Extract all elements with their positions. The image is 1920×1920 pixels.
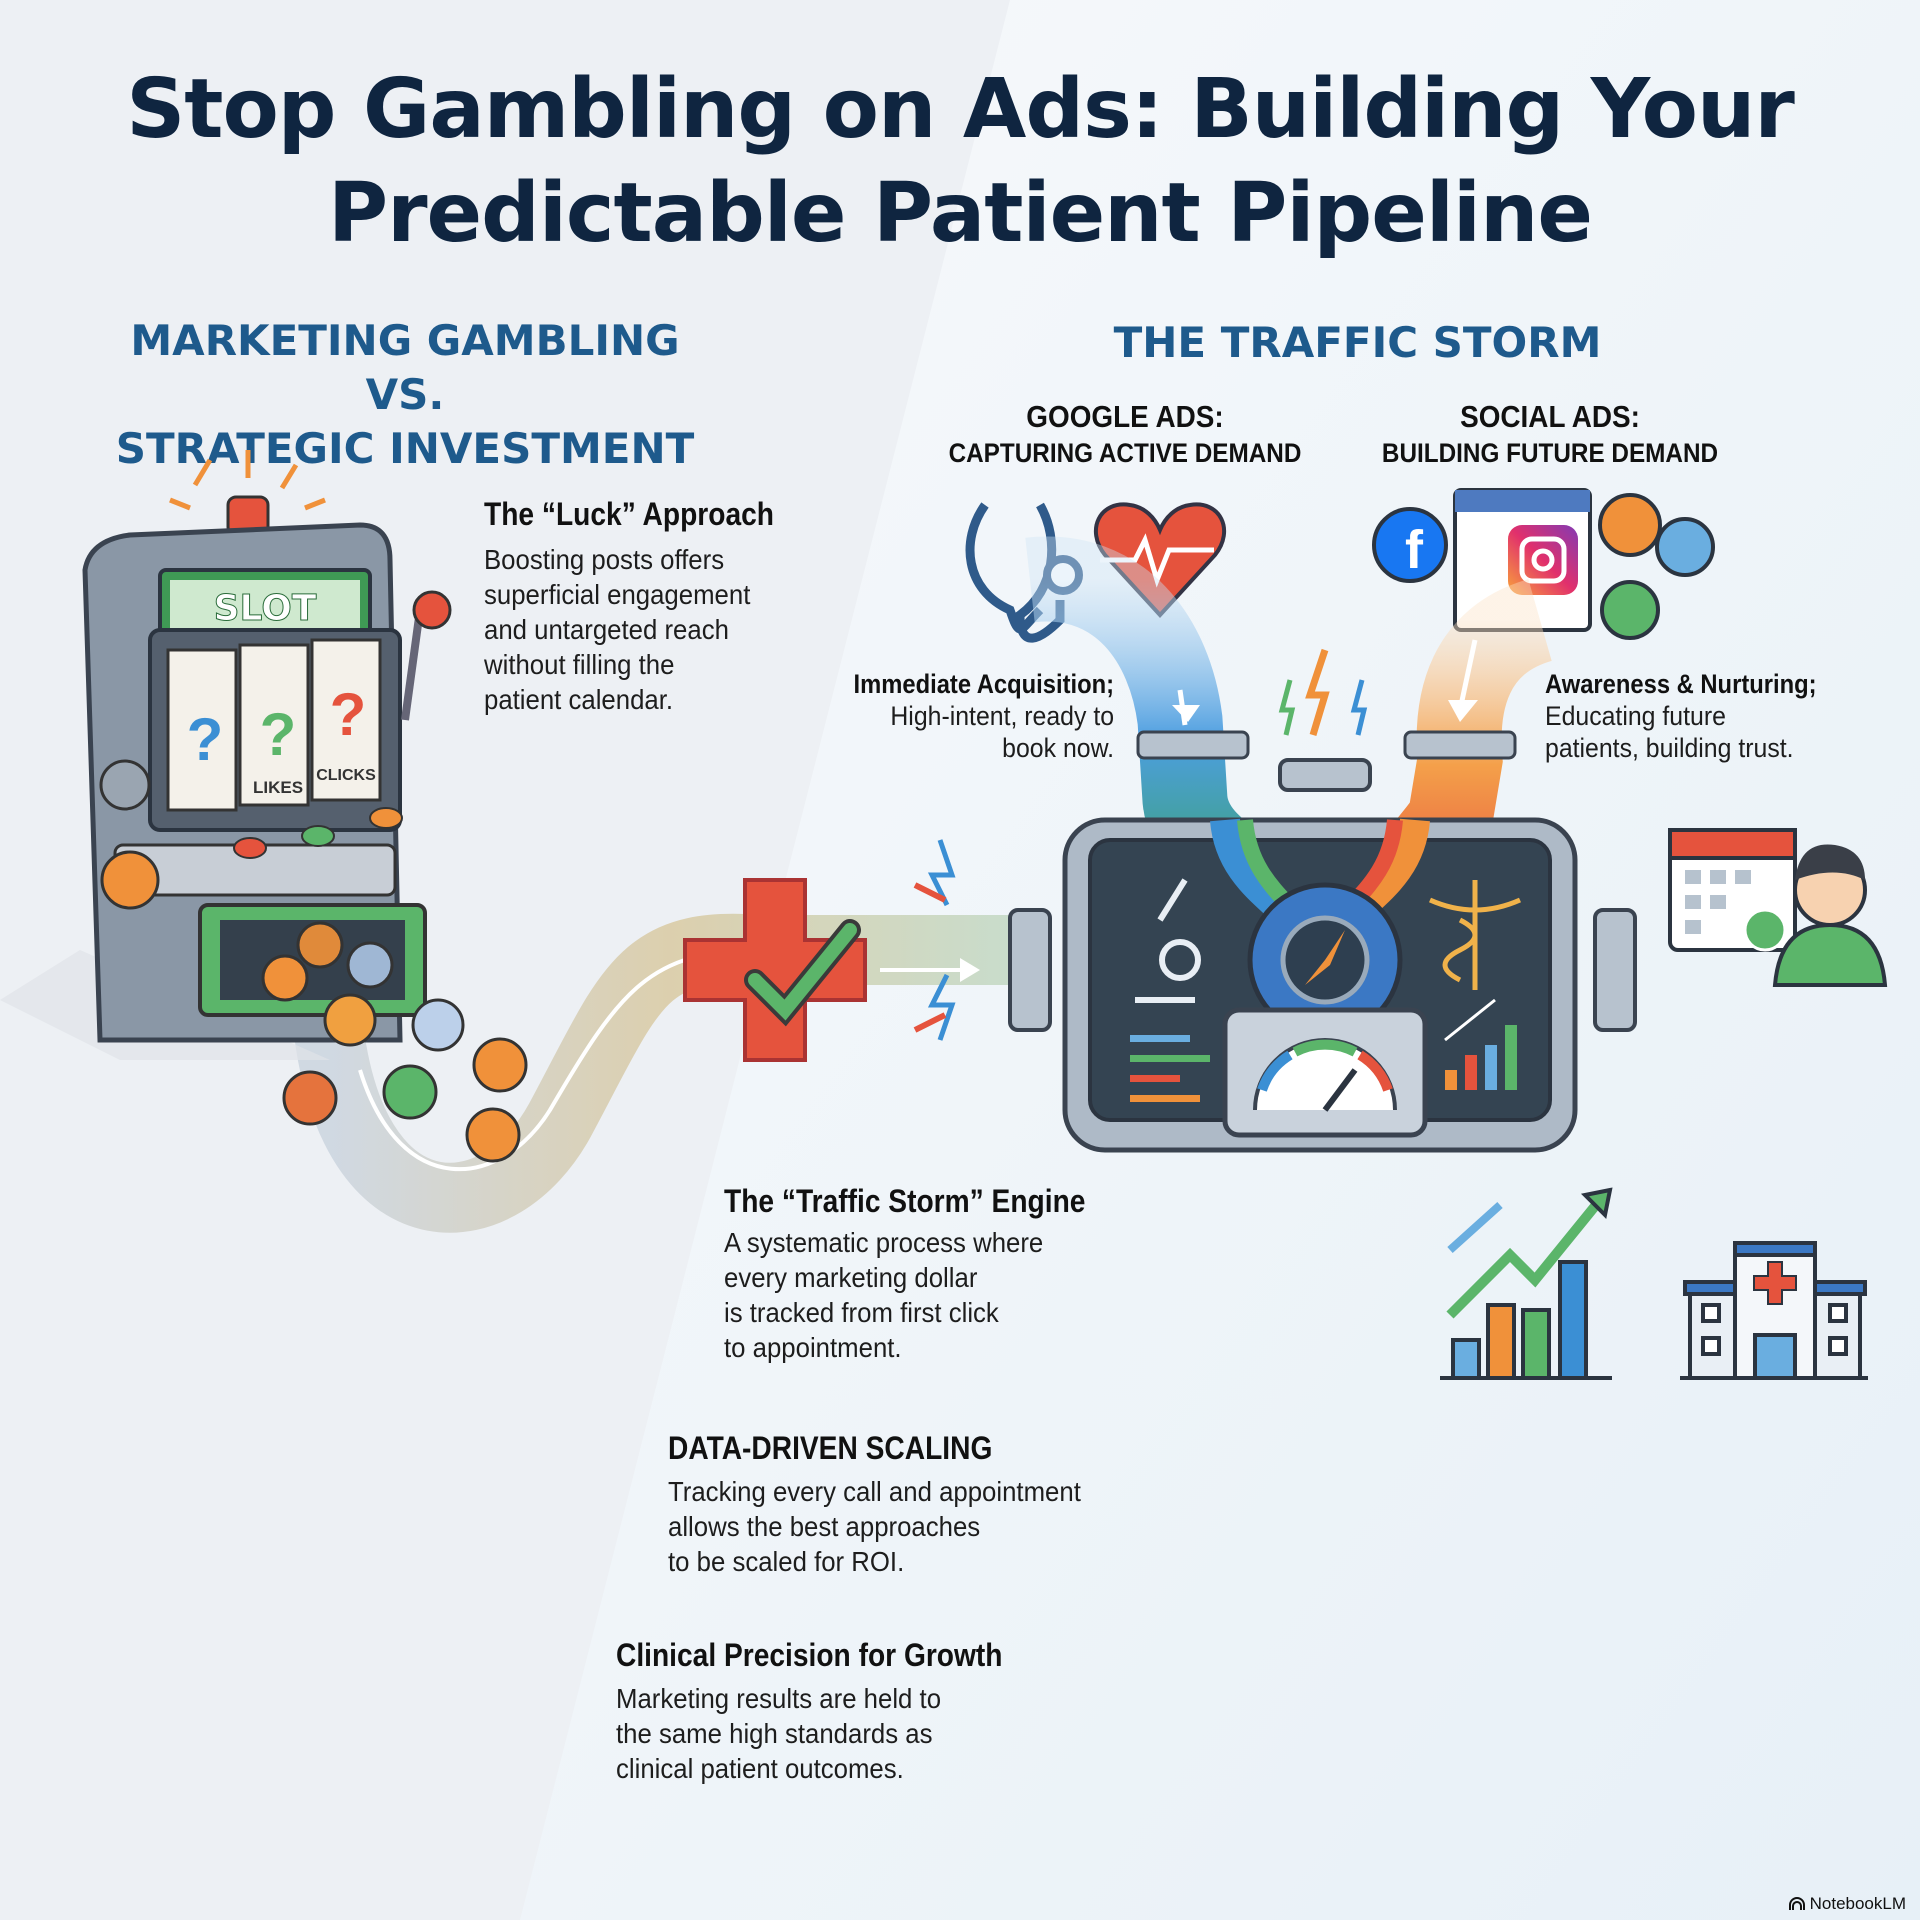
google-ads-title: GOOGLE ADS: [1026,399,1224,434]
body-line: Boosting posts offers [484,544,725,575]
medical-cross-check-icon [683,839,956,1062]
luck-approach-block: The “Luck” Approach Boosting posts offer… [484,494,814,717]
slot-machine-illustration: SLOT ? ? ? LIKES CLICKS [0,450,528,1163]
body-line: allows the best approaches [668,1511,981,1542]
luck-approach-body: Boosting posts offers superficial engage… [484,542,787,717]
body-line: Marketing results are held to [616,1683,942,1714]
body-line: Tracking every call and appointment [668,1476,1081,1507]
brand-label: NotebookLM [1809,1894,1906,1913]
social-ads-heading: SOCIAL ADS: BUILDING FUTURE DEMAND [1352,398,1748,472]
body-line: High-intent, ready to [890,701,1114,731]
scaling-block: DATA-DRIVEN SCALING Tracking every call … [668,1428,1117,1579]
google-desc-body: High-intent, ready to book now. [842,700,1114,764]
flow-path [295,913,1045,1233]
code-lines-icon [1130,1035,1210,1102]
body-line: superficial engagement [484,579,751,610]
microscope-icon [1135,878,1201,1003]
social-desc-body: Educating future patients, building trus… [1545,700,1829,764]
body-line: the same high standards as [616,1718,933,1749]
title-line-2: Predictable Patient Pipeline [327,166,1593,261]
reel-label-likes: LIKES [253,778,303,797]
engine-block: The “Traffic Storm” Engine A systematic … [724,1181,1135,1365]
heading-line-1: MARKETING GAMBLING VS. [130,316,680,419]
google-desc-title: Immediate Acquisition; [853,669,1114,699]
body-line: patient calendar. [484,684,674,715]
body-line: Educating future [1545,701,1726,731]
notebooklm-brand: NotebookLM [1788,1894,1906,1914]
body-line: book now. [1002,733,1114,763]
body-line: to appointment. [724,1332,902,1363]
caduceus-icon [1428,880,1522,990]
social-feed-instagram-icon [1453,488,1592,632]
social-ads-description: Awareness & Nurturing; Educating future … [1545,668,1854,764]
engine-body: A systematic process where every marketi… [724,1225,1102,1365]
social-ads-subtitle: BUILDING FUTURE DEMAND [1381,438,1719,468]
clinical-body: Marketing results are held to the same h… [616,1681,1020,1786]
luck-approach-title: The “Luck” Approach [484,496,774,532]
body-line: every marketing dollar [724,1262,978,1293]
title-line-1: Stop Gambling on Ads: Building Your [126,62,1795,157]
body-line: patients, building trust. [1545,733,1794,763]
heading-line-2: STRATEGIC INVESTMENT [115,424,695,473]
body-line: A systematic process where [724,1227,1044,1258]
calendar-patient-icon [1668,828,1888,987]
mini-bar-chart-icon [1444,998,1517,1090]
body-line: is tracked from first click [724,1297,999,1328]
body-line: clinical patient outcomes. [616,1753,904,1784]
social-desc-title: Awareness & Nurturing; [1545,669,1817,699]
hospital-icon [1680,1241,1868,1380]
slot-sign-text: SLOT [214,588,317,629]
clinical-title: Clinical Precision for Growth [616,1637,1003,1673]
body-line: without filling the [484,649,675,680]
svg-text:f: f [1405,520,1424,580]
google-ads-heading: GOOGLE ADS: CAPTURING ACTIVE DEMAND [927,398,1323,472]
svg-text:?: ? [260,701,297,768]
google-ads-description: Immediate Acquisition; High-intent, read… [818,668,1114,764]
lightning-icons [1278,648,1368,737]
social-ads-title: SOCIAL ADS: [1460,399,1640,434]
left-section-heading: MARKETING GAMBLING VS. STRATEGIC INVESTM… [90,314,720,476]
facebook-icon: f [1372,507,1448,583]
notebooklm-logo-icon [1788,1897,1805,1910]
people-avatars-icon [1598,493,1715,640]
growth-chart-icon [1440,1187,1613,1380]
reel-label-clicks: CLICKS [316,767,376,784]
svg-text:?: ? [330,681,367,748]
clinical-block: Clinical Precision for Growth Marketing … [616,1635,1055,1786]
right-section-heading: THE TRAFFIC STORM [1113,318,1602,367]
traffic-storm-engine-illustration [1008,758,1637,1153]
scaling-title: DATA-DRIVEN SCALING [668,1430,993,1466]
google-ads-subtitle: CAPTURING ACTIVE DEMAND [948,438,1302,468]
scaling-body: Tracking every call and appointment allo… [668,1474,1081,1579]
body-line: and untargeted reach [484,614,729,645]
engine-title: The “Traffic Storm” Engine [724,1183,1086,1219]
svg-text:?: ? [187,706,224,773]
body-line: to be scaled for ROI. [668,1546,905,1577]
